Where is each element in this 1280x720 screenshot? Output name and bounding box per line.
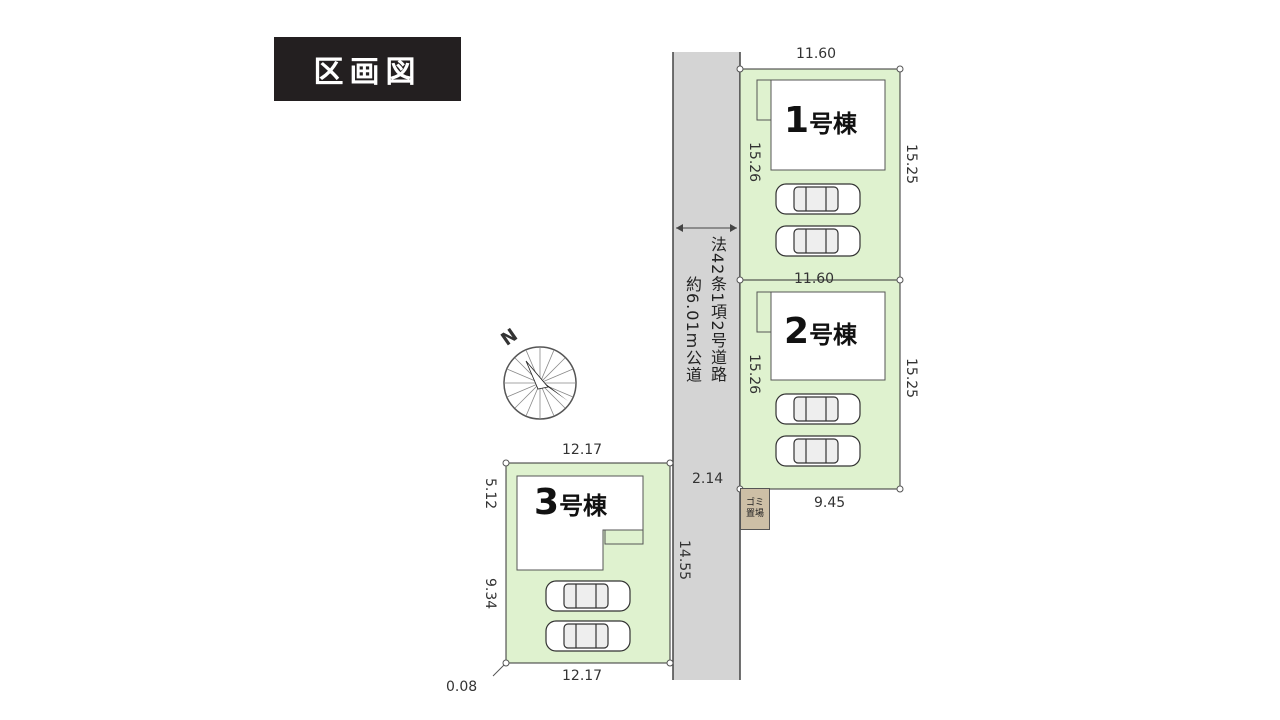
lot-corner-markers (502, 65, 904, 667)
lot-1-left-dim: 15.26 (746, 142, 762, 183)
lot-2-porch (756, 291, 772, 333)
page-title: 区画図 (274, 37, 461, 101)
road-width-arrowhead-left (676, 224, 683, 232)
lot-3-label: 3号棟 (534, 482, 607, 523)
lot-1-bottom-dim: 11.60 (794, 271, 835, 287)
garbage-area-line1: ゴミ (745, 498, 764, 508)
lot-1-building (770, 79, 886, 171)
lot-1-label: 1号棟 (784, 100, 857, 141)
lot-2-label: 2号棟 (784, 311, 857, 352)
car-icon (775, 183, 861, 215)
lot-3-corner-dim: 0.08 (446, 679, 478, 695)
lot-3-bottom-dim: 12.17 (562, 668, 603, 684)
lot-2-building (770, 291, 886, 381)
road-width-label: 約6.01m公道 (683, 276, 702, 384)
lot-1-suffix: 号棟 (809, 110, 858, 138)
lot-2-bottom-dim: 9.45 (814, 495, 846, 511)
lot-3-number: 3 (534, 482, 560, 523)
lot-1-top-dim: 11.60 (796, 46, 837, 62)
lot-2-right-dim: 15.25 (903, 358, 919, 399)
road (673, 52, 740, 680)
lot-3-suffix: 号棟 (559, 492, 608, 520)
lot-2-suffix: 号棟 (809, 321, 858, 349)
road-width-arrowhead-right (730, 224, 737, 232)
car-icon (775, 393, 861, 425)
lot-3-right-dim: 14.55 (676, 540, 692, 581)
lot-3-left-lower-dim: 9.34 (482, 578, 498, 610)
garbage-area: ゴミ 置場 (740, 488, 770, 530)
car-icon (775, 435, 861, 467)
parking-cars (545, 183, 861, 652)
road-type-label: 法42条1項2号道路 (708, 236, 727, 383)
corner-leader (492, 664, 505, 677)
garbage-area-line2: 置場 (745, 509, 764, 519)
lot-1-number: 1 (784, 100, 810, 141)
lot-2-corner-dim: 2.14 (692, 471, 724, 487)
lot-2-number: 2 (784, 311, 810, 352)
lot-1-porch (756, 79, 772, 121)
lot-3-top-dim: 12.17 (562, 442, 603, 458)
lot-2-left-dim: 15.26 (746, 354, 762, 395)
compass-icon (503, 346, 577, 420)
car-icon (775, 225, 861, 257)
car-icon (545, 620, 631, 652)
lot-1-right-dim: 15.25 (903, 144, 919, 185)
lot-3-porch (604, 529, 644, 545)
lot-3-building (516, 475, 644, 571)
car-icon (545, 580, 631, 612)
lot-3-left-upper-dim: 5.12 (482, 478, 498, 510)
